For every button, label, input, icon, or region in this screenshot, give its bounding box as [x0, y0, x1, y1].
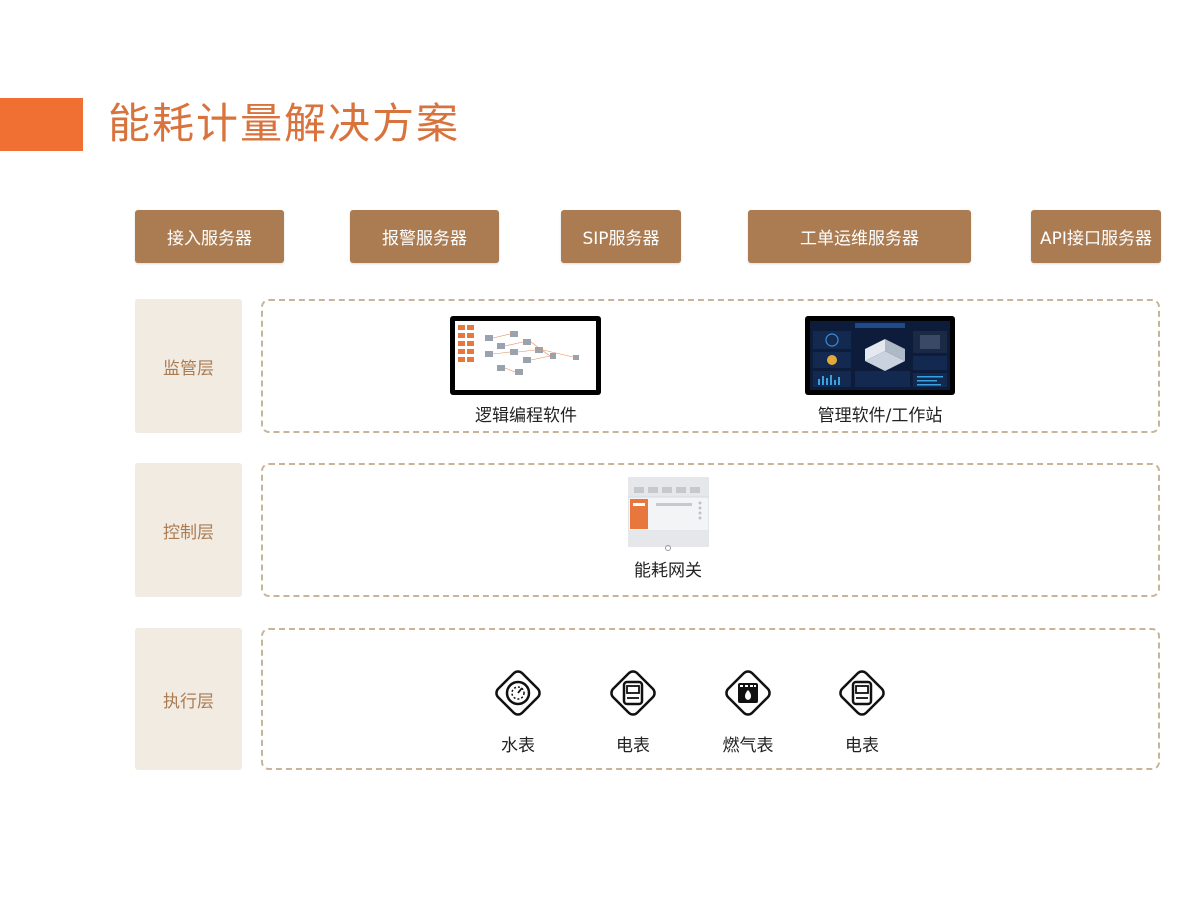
- layer-box-control: [261, 463, 1160, 597]
- gas-meter-caption: 燃气表: [722, 736, 774, 756]
- sip-server-button[interactable]: SIP服务器: [561, 210, 681, 263]
- layer-label-supervision: 监管层: [135, 299, 242, 433]
- layer-box-execution: [261, 628, 1160, 770]
- title-accent-block: [0, 98, 83, 151]
- gas-meter-icon: [719, 664, 777, 722]
- layer-label-control: 控制层: [135, 463, 242, 597]
- access-server-button[interactable]: 接入服务器: [135, 210, 284, 263]
- page-title: 能耗计量解决方案: [108, 99, 461, 148]
- water-meter-icon: [489, 664, 547, 722]
- layer-label-execution: 执行层: [135, 628, 242, 770]
- electric-meter-caption: 电表: [616, 736, 650, 756]
- electric-meter-icon: [833, 664, 891, 722]
- api-server-button[interactable]: API接口服务器: [1031, 210, 1161, 263]
- alarm-server-button[interactable]: 报警服务器: [350, 210, 499, 263]
- work-order-server-button[interactable]: 工单运维服务器: [748, 210, 971, 263]
- electric-meter-caption: 电表: [845, 736, 879, 756]
- electric-meter-icon: [604, 664, 662, 722]
- layer-box-supervision: [261, 299, 1160, 433]
- management-software-caption: 管理软件/工作站: [817, 406, 943, 426]
- logic-programming-caption: 逻辑编程软件: [475, 406, 577, 426]
- logic-programming-screenshot: [450, 316, 601, 395]
- energy-gateway-device-image: [627, 477, 710, 551]
- water-meter-caption: 水表: [501, 736, 535, 756]
- energy-gateway-caption: 能耗网关: [634, 561, 702, 581]
- management-software-screenshot: [805, 316, 955, 395]
